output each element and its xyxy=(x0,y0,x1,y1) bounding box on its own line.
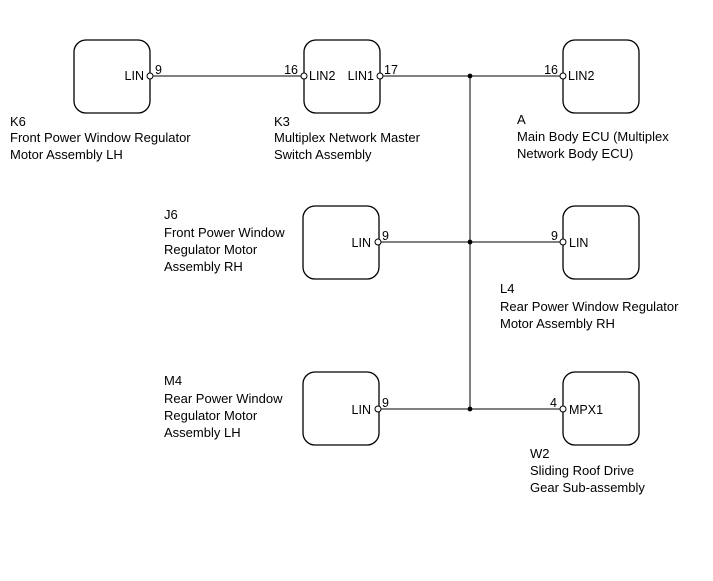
pin-number: 16 xyxy=(284,63,298,77)
terminal-label: LIN xyxy=(352,236,371,250)
terminal-label: LIN xyxy=(569,236,588,250)
pin-number: 17 xyxy=(384,63,398,77)
component-j6: LIN 9 J6 Front Power Window Regulator Mo… xyxy=(164,205,389,280)
pin-terminal xyxy=(559,405,567,413)
component-code: L4 xyxy=(500,281,514,296)
terminal-label: LIN1 xyxy=(348,69,374,83)
component-l4: 9 LIN L4 Rear Power Window Regulator Mot… xyxy=(500,205,679,331)
pin-number: 4 xyxy=(550,396,557,410)
component-code: K6 xyxy=(10,114,26,129)
component-name-line: Assembly RH xyxy=(164,259,243,274)
component-a: 16 LIN2 A Main Body ECU (Multiplex Netwo… xyxy=(517,39,669,161)
pin-terminal xyxy=(376,72,384,80)
component-name-line: Rear Power Window Regulator xyxy=(500,299,679,314)
component-w2: 4 MPX1 W2 Sliding Roof Drive Gear Sub-as… xyxy=(530,371,645,495)
component-name-line: Regulator Motor xyxy=(164,242,258,257)
component-name-line: Front Power Window xyxy=(164,225,285,240)
junction-dot xyxy=(467,406,473,412)
component-name-line: Multiplex Network Master xyxy=(274,130,421,145)
terminal-label: LIN2 xyxy=(568,69,594,83)
junction-dot xyxy=(467,239,473,245)
pin-number: 9 xyxy=(155,63,162,77)
pin-number: 9 xyxy=(382,229,389,243)
component-name-line: Rear Power Window xyxy=(164,391,283,406)
component-name-line: Main Body ECU (Multiplex xyxy=(517,129,669,144)
component-code: J6 xyxy=(164,207,178,222)
component-m4: LIN 9 M4 Rear Power Window Regulator Mot… xyxy=(164,371,389,446)
pin-terminal xyxy=(559,238,567,246)
pin-number: 9 xyxy=(551,229,558,243)
component-code: K3 xyxy=(274,114,290,129)
pin-terminal xyxy=(146,72,154,80)
component-code: M4 xyxy=(164,373,182,388)
component-code: W2 xyxy=(530,446,550,461)
pin-terminal xyxy=(300,72,308,80)
component-code: A xyxy=(517,112,526,127)
pin-number: 16 xyxy=(544,63,558,77)
pin-terminal xyxy=(374,238,382,246)
terminal-label: MPX1 xyxy=(569,403,603,417)
pin-terminal xyxy=(374,405,382,413)
component-name-line: Motor Assembly RH xyxy=(500,316,615,331)
component-name-line: Sliding Roof Drive xyxy=(530,463,634,478)
terminal-label: LIN2 xyxy=(309,69,335,83)
junction-dot xyxy=(467,73,473,79)
junctions xyxy=(467,73,473,412)
pin-terminal xyxy=(559,72,567,80)
pin-number: 9 xyxy=(382,396,389,410)
terminal-label: LIN xyxy=(125,69,144,83)
component-name-line: Regulator Motor xyxy=(164,408,258,423)
terminal-label: LIN xyxy=(352,403,371,417)
component-name-line: Switch Assembly xyxy=(274,147,372,162)
component-k3: 16 LIN2 LIN1 17 K3 Multiplex Network Mas… xyxy=(274,39,421,162)
component-name-line: Network Body ECU) xyxy=(517,146,633,161)
component-name-line: Assembly LH xyxy=(164,425,241,440)
component-name-line: Gear Sub-assembly xyxy=(530,480,645,495)
component-name-line: Front Power Window Regulator xyxy=(10,130,191,145)
component-k6: LIN 9 K6 Front Power Window Regulator Mo… xyxy=(10,39,191,162)
component-name-line: Motor Assembly LH xyxy=(10,147,123,162)
